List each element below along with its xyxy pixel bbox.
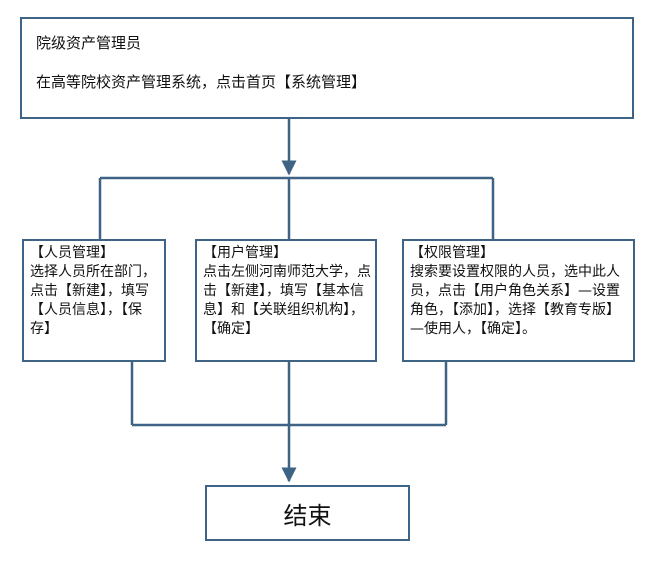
start-instruction-text: 在高等院校资产管理系统，点击首页【系统管理】 <box>36 73 367 91</box>
end-box: 结束 <box>205 485 410 541</box>
step-permission-management: 【权限管理】 搜索要设置权限的人员，选中此人员，点击【用户角色关系】—设置角色，… <box>402 239 635 362</box>
step-user-management: 【用户管理】 点击左侧河南师范大学，点击【新建】，填写【基本信息】和【关联组织机… <box>195 239 377 362</box>
step-person-management: 【人员管理】 选择人员所在部门，点击【新建】，填写【人员信息】，【保存】 <box>22 239 166 362</box>
step-title: 【权限管理】 <box>410 245 494 261</box>
step-body: 点击左侧河南师范大学，点击【新建】，填写【基本信息】和【关联组织机构】，【确定】 <box>203 264 371 337</box>
step-title: 【人员管理】 <box>30 245 114 261</box>
start-role-text: 院级资产管理员 <box>36 34 142 52</box>
step-body: 选择人员所在部门，点击【新建】，填写【人员信息】，【保存】 <box>30 264 156 337</box>
step-body: 搜索要设置权限的人员，选中此人员，点击【用户角色关系】—设置角色，【添加】，选择… <box>410 264 620 337</box>
start-box: 院级资产管理员 在高等院校资产管理系统，点击首页【系统管理】 <box>20 17 634 119</box>
end-label: 结束 <box>283 501 332 530</box>
step-title: 【用户管理】 <box>203 245 287 261</box>
